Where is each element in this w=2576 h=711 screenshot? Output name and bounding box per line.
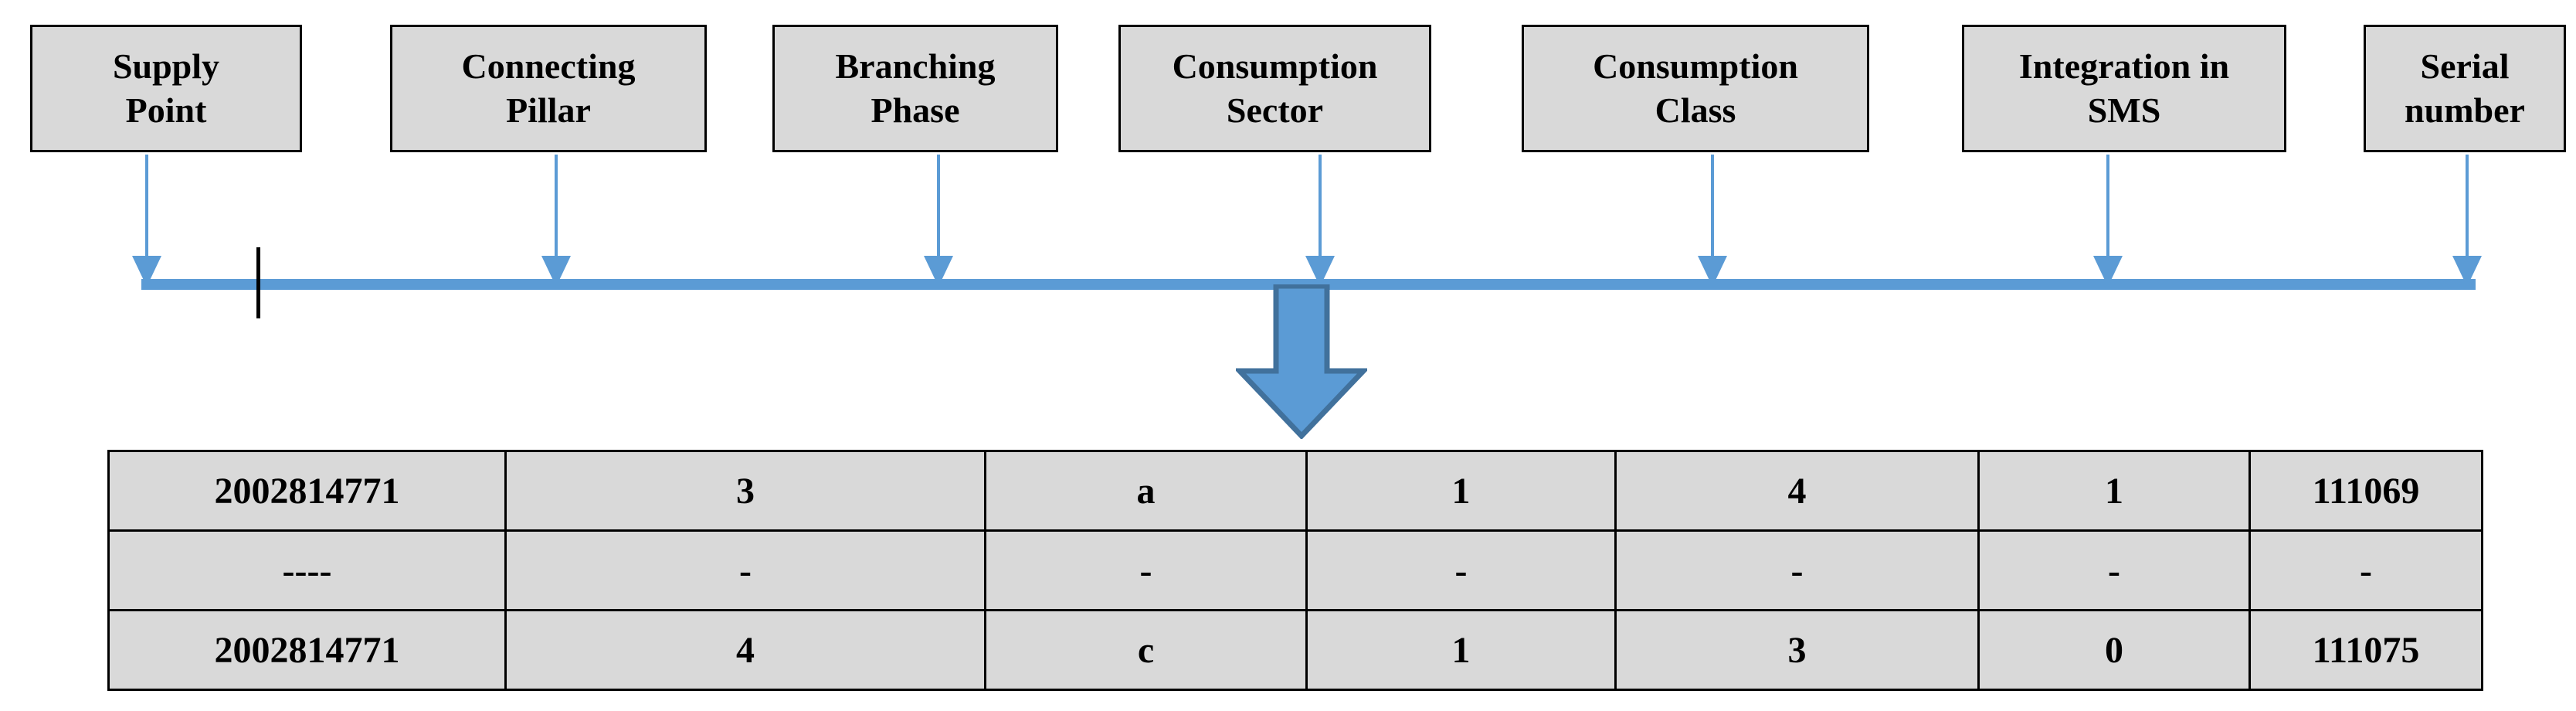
table-row: 2002814771 3 a 1 4 1 111069 — [107, 450, 2483, 532]
table-cell: 1 — [1305, 609, 1617, 691]
table-cell: 3 — [504, 450, 986, 532]
table-cell: a — [984, 450, 1308, 532]
data-table: 2002814771 3 a 1 4 1 111069 ---- - - - -… — [107, 450, 2483, 691]
connector-stem-connecting-pillar — [555, 155, 558, 257]
table-cell: 2002814771 — [107, 609, 507, 691]
label-box-branching-phase: Branching Phase — [772, 25, 1058, 152]
big-down-arrow-icon — [1233, 283, 1370, 441]
connector-stem-consumption-sector — [1319, 155, 1322, 257]
connector-stem-branching-phase — [937, 155, 940, 257]
data-table-body: 2002814771 3 a 1 4 1 111069 ---- - - - -… — [107, 450, 2483, 691]
label-box-text: Integration in SMS — [2018, 46, 2230, 130]
table-cell: - — [2248, 529, 2483, 611]
table-cell: 4 — [504, 609, 986, 691]
table-cell: - — [1614, 529, 1980, 611]
table-cell: 111069 — [2248, 450, 2483, 532]
table-cell: - — [984, 529, 1308, 611]
label-box-supply-point: Supply Point — [30, 25, 302, 152]
tick-marker — [256, 247, 260, 318]
label-box-text: Connecting Pillar — [461, 46, 636, 130]
table-cell: 4 — [1614, 450, 1980, 532]
label-box-serial-number: Serial number — [2364, 25, 2566, 152]
connector-stem-supply-point — [145, 155, 148, 257]
big-down-arrow-svg — [1233, 283, 1370, 441]
table-cell: 0 — [1977, 609, 2251, 691]
label-box-consumption-class: Consumption Class — [1522, 25, 1869, 152]
label-box-text: Consumption Class — [1593, 46, 1798, 130]
table-cell: ---- — [107, 529, 507, 611]
label-box-text: Consumption Sector — [1172, 46, 1378, 130]
table-cell: 2002814771 — [107, 450, 507, 532]
connector-stem-serial-number — [2466, 155, 2469, 257]
label-box-text: Supply Point — [112, 46, 220, 130]
table-cell: - — [504, 529, 986, 611]
table-row: ---- - - - - - - — [107, 529, 2483, 611]
table-cell: - — [1305, 529, 1617, 611]
table-cell: 1 — [1305, 450, 1617, 532]
connector-stem-integration-sms — [2106, 155, 2109, 257]
label-box-integration-in-sms: Integration in SMS — [1962, 25, 2286, 152]
table-cell: c — [984, 609, 1308, 691]
table-cell: 111075 — [2248, 609, 2483, 691]
label-box-text: Branching Phase — [835, 46, 996, 130]
table-cell: 3 — [1614, 609, 1980, 691]
connector-stem-consumption-class — [1711, 155, 1714, 257]
table-cell: - — [1977, 529, 2251, 611]
table-row: 2002814771 4 c 1 3 0 111075 — [107, 609, 2483, 691]
label-box-text: Serial number — [2405, 46, 2525, 130]
label-box-consumption-sector: Consumption Sector — [1118, 25, 1431, 152]
label-box-connecting-pillar: Connecting Pillar — [390, 25, 707, 152]
table-cell: 1 — [1977, 450, 2251, 532]
